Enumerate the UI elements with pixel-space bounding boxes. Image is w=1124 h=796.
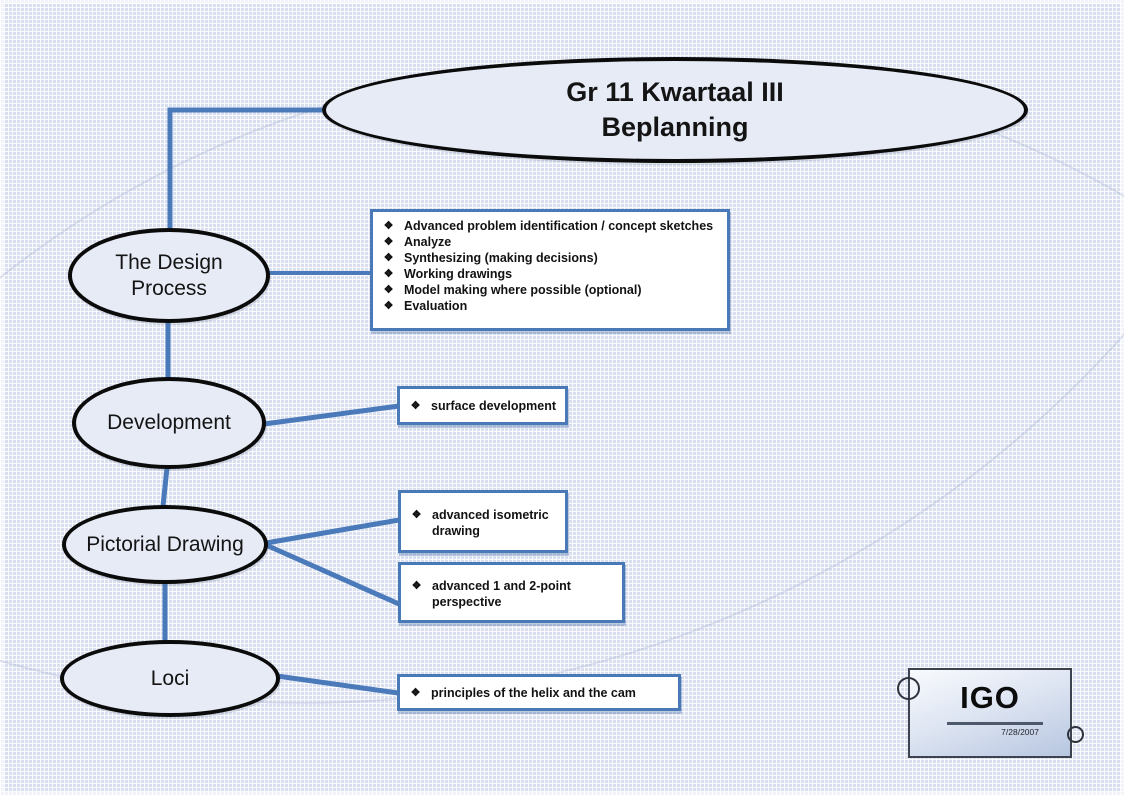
bullet-text: surface development (431, 399, 557, 413)
bullet-text: Advanced problem identification / concep… (404, 219, 714, 233)
diamond-bullet-icon: ❖ (411, 509, 422, 521)
bullet-text: advanced 1 and 2-point perspective (432, 579, 571, 609)
bullet-list: ❖ advanced isometric drawing (401, 493, 565, 543)
node-pictorial-drawing: Pictorial Drawing (62, 505, 268, 584)
diamond-bullet-icon: ❖ (383, 300, 394, 312)
root-title-line2: Beplanning (601, 112, 749, 142)
connector-pictorial-to-isometric-box (265, 517, 400, 546)
root-node-ellipse: Gr 11 Kwartaal III Beplanning (322, 57, 1028, 163)
bullet-text: advanced isometric drawing (432, 508, 549, 538)
diamond-bullet-icon: ❖ (383, 236, 394, 248)
node-development: Development (72, 377, 266, 469)
igo-stamp-title: IGO (960, 680, 1020, 715)
diamond-bullet-icon: ❖ (383, 284, 394, 296)
bullet-text: Analyze (404, 235, 452, 249)
diamond-bullet-icon: ❖ (411, 580, 422, 592)
stamp-divider-line (947, 722, 1043, 725)
connector-development-to-box (263, 403, 400, 427)
diamond-bullet-icon: ❖ (383, 268, 394, 280)
bullet-text: Evaluation (404, 299, 468, 313)
bullet-item: ❖ surface development (408, 398, 557, 414)
development-topic-box: ❖ surface development (397, 386, 568, 425)
node-label: Loci (150, 666, 190, 690)
stamp-date: 7/28/2007 (1001, 727, 1039, 737)
node-loci: Loci (60, 640, 280, 717)
bullet-item: ❖ Evaluation (381, 298, 719, 314)
loci-topic-box: ❖ principles of the helix and the cam (397, 674, 681, 711)
connector-development-to-pictorial (160, 467, 170, 507)
diamond-bullet-icon: ❖ (410, 400, 421, 412)
node-label: Development (107, 411, 231, 434)
bullet-text: principles of the helix and the cam (431, 686, 636, 700)
diamond-bullet-icon: ❖ (383, 252, 394, 264)
igo-stamp: IGO 7/28/2007 (908, 668, 1072, 758)
bullet-list: ❖ Advanced problem identification / conc… (373, 212, 727, 318)
isometric-topic-box: ❖ advanced isometric drawing (398, 490, 568, 553)
connector-loci-to-box (276, 673, 399, 696)
bullet-item: ❖ Analyze (381, 234, 719, 250)
bullet-list: ❖ advanced 1 and 2-point perspective (401, 565, 622, 614)
bullet-list: ❖ surface development (400, 389, 565, 418)
root-title-line1: Gr 11 Kwartaal III (566, 77, 784, 107)
design-process-topic-box: ❖ Advanced problem identification / conc… (370, 209, 730, 331)
bullet-text: Model making where possible (optional) (404, 283, 642, 297)
bullet-list: ❖ principles of the helix and the cam (400, 677, 678, 705)
bullet-text: Synthesizing (making decisions) (404, 251, 598, 265)
diamond-bullet-icon: ❖ (383, 220, 394, 232)
bullet-item: ❖ Working drawings (381, 266, 719, 282)
stamp-circle-left-icon (897, 677, 920, 700)
connector-root-to-design-process (167, 107, 322, 228)
bullet-text: Working drawings (404, 267, 513, 281)
bullet-item: ❖ principles of the helix and the cam (408, 685, 670, 701)
perspective-topic-box: ❖ advanced 1 and 2-point perspective (398, 562, 625, 623)
stamp-circle-right-icon (1067, 726, 1084, 743)
diamond-bullet-icon: ❖ (410, 687, 421, 699)
bullet-item: ❖ Model making where possible (optional) (381, 282, 719, 298)
bullet-item: ❖ Synthesizing (making decisions) (381, 250, 719, 266)
connector-pictorial-to-perspective-box (264, 542, 401, 607)
node-label: Pictorial Drawing (86, 532, 244, 556)
bullet-item: ❖ Advanced problem identification / conc… (381, 218, 719, 234)
bullet-item: ❖ advanced isometric drawing (409, 507, 557, 539)
bullet-item: ❖ advanced 1 and 2-point perspective (409, 578, 614, 610)
